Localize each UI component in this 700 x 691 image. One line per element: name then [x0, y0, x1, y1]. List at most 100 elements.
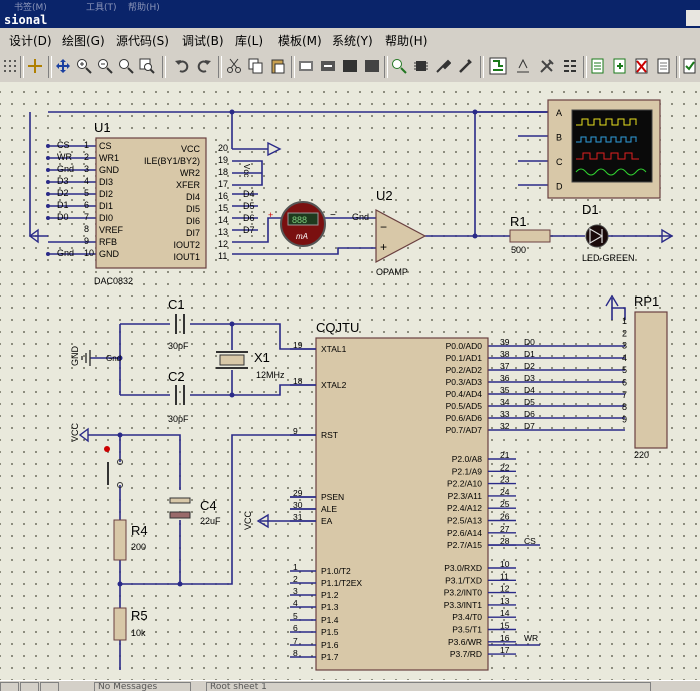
u1-pin-number: 20	[218, 143, 228, 153]
status-play-icon[interactable]	[0, 682, 19, 691]
menu-help[interactable]: 帮助(H)	[385, 34, 428, 48]
u1-pin-name: WR1	[99, 153, 119, 163]
make-device-icon[interactable]	[411, 56, 431, 76]
mcu-pin-name: P2.4/A12	[447, 503, 482, 513]
menu-ghost-help: 帮助(H)	[128, 3, 160, 13]
vcc-terminal-reset[interactable]: VCC	[70, 422, 89, 443]
property-tool-icon[interactable]	[537, 56, 557, 76]
mcu-pin-name: P1.4	[321, 615, 339, 625]
copy-icon[interactable]	[246, 56, 266, 76]
window-title: sional	[4, 13, 48, 27]
rp1-vcc-arrow-icon	[605, 294, 619, 307]
menu-template[interactable]: 模板(M)	[278, 34, 322, 48]
mcu-pin-name: P0.1/AD1	[446, 353, 483, 363]
d1-led[interactable]: D1 LED-GREEN	[582, 202, 674, 263]
pan-icon[interactable]	[53, 56, 73, 76]
r4-resistor[interactable]: R4 200	[113, 519, 148, 561]
c2-capacitor[interactable]: C2 30pF	[168, 369, 189, 424]
mcu-pin-name: RST	[321, 430, 338, 440]
mcu-pin-name: XTAL2	[321, 380, 347, 390]
mcu-pin-name: P1.5	[321, 627, 339, 637]
menu-draw[interactable]: 绘图(G)	[62, 34, 105, 48]
c1-capacitor[interactable]: C1 30pF	[168, 297, 189, 351]
u1-vcc-label: Vcc	[242, 164, 251, 177]
origin-icon[interactable]	[25, 56, 45, 76]
r1-resistor[interactable]: R1 500	[509, 214, 551, 255]
u1-body[interactable]	[95, 137, 207, 269]
menu-debug[interactable]: 调试(B)	[182, 34, 224, 48]
grid-icon[interactable]	[0, 56, 20, 76]
cut-icon[interactable]	[224, 56, 244, 76]
r5-value: 10k	[131, 628, 146, 638]
zoom-in-icon[interactable]	[74, 56, 94, 76]
zoom-out-icon[interactable]	[95, 56, 115, 76]
mcu-pin-name: P3.5/T1	[452, 625, 482, 635]
block-move-icon[interactable]	[318, 56, 338, 76]
reset-button[interactable]	[104, 446, 123, 488]
u1-net-label: D5	[243, 201, 255, 211]
mcu-pin-name: P2.1/A9	[452, 466, 483, 476]
rp1-pin-number: 7	[622, 390, 627, 400]
new-sheet-icon[interactable]	[588, 56, 608, 76]
x1-crystal[interactable]: X1 12MHz	[216, 350, 285, 380]
c2-value: 30pF	[168, 414, 189, 424]
remove-sheet-icon[interactable]	[610, 56, 630, 76]
vcc-terminal-ea[interactable]: VCC	[243, 510, 269, 530]
package-tool-icon[interactable]	[433, 56, 453, 76]
u2-ref: U2	[376, 188, 393, 203]
mcu-net-label: D7	[524, 421, 535, 431]
u2-opamp[interactable]: − + U2 OPAMP Gnd	[352, 188, 427, 277]
mcu-pin-number: 1	[293, 562, 298, 572]
gnd-terminal[interactable]: GND Gnd	[70, 346, 121, 367]
r5-resistor[interactable]: R5 10k	[113, 607, 148, 641]
status-stop-icon[interactable]	[40, 682, 59, 691]
mcu-pin-name: P0.0/AD0	[446, 341, 483, 351]
menu-design[interactable]: 设计(D)	[9, 34, 52, 48]
redo-icon[interactable]	[194, 56, 214, 76]
mcu-pin-number: 31	[293, 512, 303, 522]
mcu-pin-number: 22	[500, 462, 510, 472]
design-explorer-icon[interactable]	[560, 56, 580, 76]
mcu-net-label: D4	[524, 385, 535, 395]
paste-icon[interactable]	[268, 56, 288, 76]
status-pause-icon[interactable]	[20, 682, 39, 691]
pick-device-icon[interactable]	[389, 56, 409, 76]
mcu-cqjtu[interactable]: CQJTU XTAL119XTAL218RST9PSEN29ALE30EA31P…	[290, 320, 538, 671]
block-rotate-icon[interactable]	[340, 56, 360, 76]
u1-pin-name: DI2	[99, 189, 113, 199]
menu-system[interactable]: 系统(Y)	[332, 34, 373, 48]
mcu-pin-name: P1.2	[321, 590, 339, 600]
design-rule-icon[interactable]	[680, 56, 700, 76]
decompose-icon[interactable]	[455, 56, 475, 76]
u1-net-label: Gnd	[57, 164, 74, 174]
u1-dac0832[interactable]: U1 DAC0832 CS1CSWR12WRGND3GndDI34D3DI25D…	[28, 120, 282, 286]
mcu-pin-name: P2.0/A8	[452, 454, 483, 464]
u2-plus: +	[380, 240, 387, 254]
c4-capacitor[interactable]: C4 22uF	[169, 497, 221, 526]
netlist-icon[interactable]	[632, 56, 652, 76]
status-sheet: Root sheet 1	[206, 682, 651, 691]
menu-source[interactable]: 源代码(S)	[116, 34, 169, 48]
ammeter[interactable]: 888 mA + −	[268, 201, 336, 247]
menu-library[interactable]: 库(L)	[235, 34, 264, 48]
r1-ref: R1	[510, 214, 527, 229]
mcu-pin-name: P1.7	[321, 652, 339, 662]
u1-pin-number: 2	[84, 152, 89, 162]
status-messages[interactable]: No Messages	[94, 682, 191, 691]
net-junctions	[46, 109, 478, 587]
wire-autoroute-icon[interactable]	[488, 56, 508, 76]
bom-icon[interactable]	[654, 56, 674, 76]
mcu-body[interactable]	[315, 337, 489, 671]
undo-icon[interactable]	[172, 56, 192, 76]
block-copy-icon[interactable]	[296, 56, 316, 76]
zoom-area-icon[interactable]	[137, 56, 157, 76]
vcc-label-reset: VCC	[70, 422, 80, 442]
mcu-pin-number: 28	[500, 536, 510, 546]
block-delete-icon[interactable]	[362, 56, 382, 76]
mcu-pin-number: 16	[500, 633, 510, 643]
mcu-pin-name: P2.5/A13	[447, 516, 482, 526]
search-tag-icon[interactable]	[513, 56, 533, 76]
zoom-all-icon[interactable]	[116, 56, 136, 76]
